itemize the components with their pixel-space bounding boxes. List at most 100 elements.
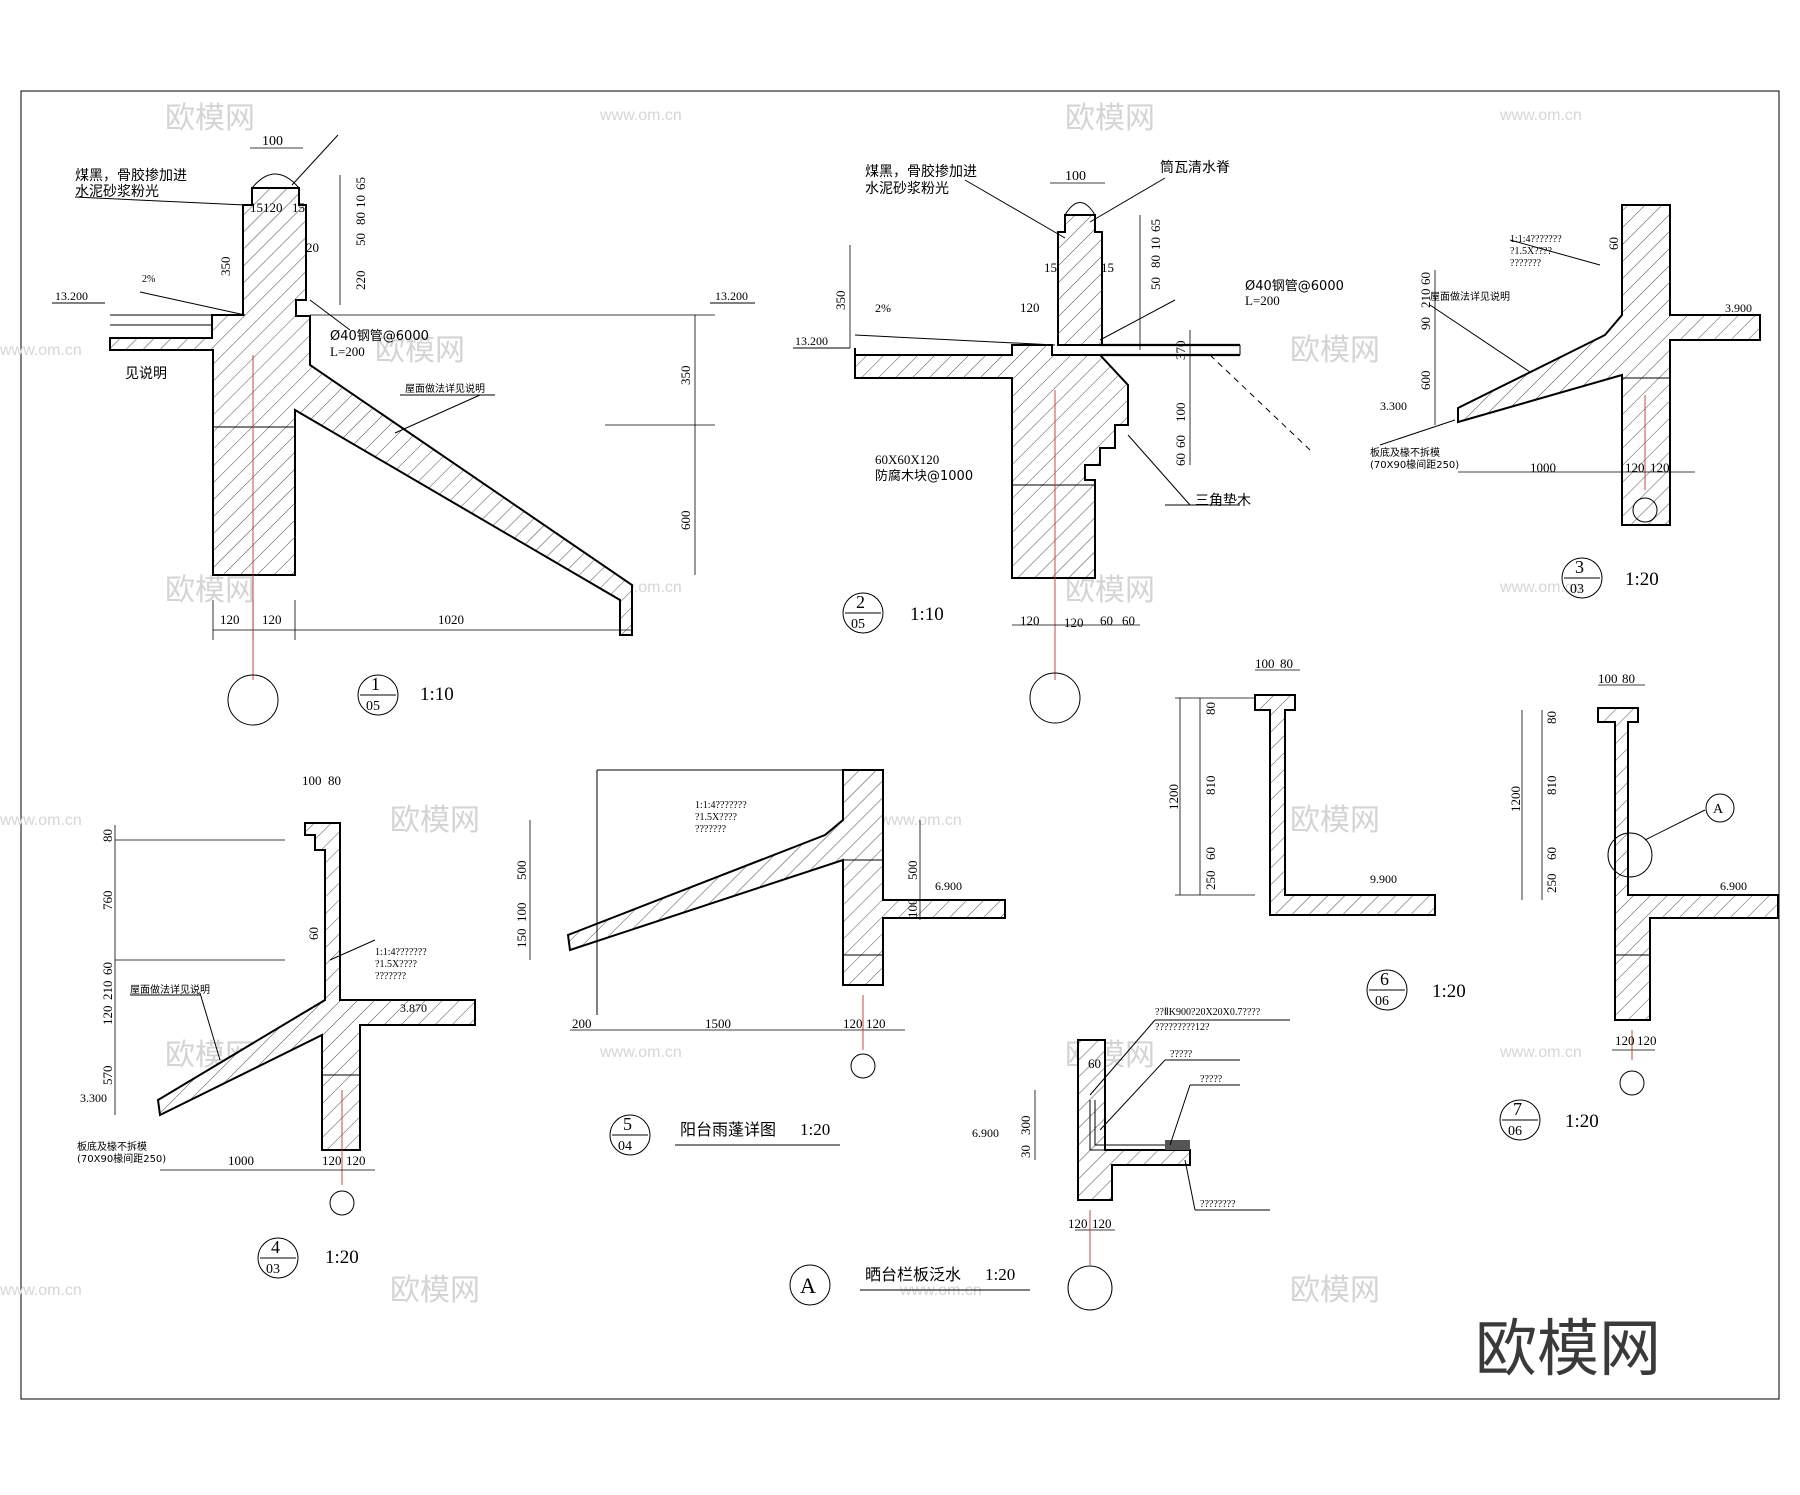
detail-1-note: 煤黑，骨胶掺加进 bbox=[75, 167, 187, 184]
detail-7-callout-bubble bbox=[1705, 793, 1735, 823]
detail-7-section bbox=[1597, 707, 1779, 1021]
detail-5-spec: 1:1:4??????? bbox=[695, 800, 747, 811]
detail-1-see-note: 见说明 bbox=[125, 366, 167, 382]
detail-6-dim: 80 bbox=[1203, 702, 1218, 715]
detail-7-callout-circle bbox=[1607, 832, 1653, 878]
detail-1-scale: 1:10 bbox=[420, 684, 454, 705]
detail-a-dim: 30 bbox=[1018, 1145, 1033, 1158]
detail-6-elev: 9.900 bbox=[1370, 872, 1397, 886]
detail-1-index-sheet: 05 bbox=[366, 699, 380, 714]
detail-a-leader bbox=[1169, 1084, 1191, 1146]
detail-7: A 100 80 80 810 60 250 1200 120 120 6.90… bbox=[1499, 671, 1779, 1141]
detail-2-wedge-note: 三角垫木 bbox=[1195, 493, 1251, 509]
detail-6-dim: 100 bbox=[1255, 656, 1275, 671]
detail-2: 100 15 15 65 10 80 50 350 120 370 100 60… bbox=[793, 159, 1344, 724]
detail-3-spec: ??????? bbox=[1510, 258, 1542, 269]
detail-4-roof-note: 屋面做法详见说明 bbox=[130, 983, 210, 996]
detail-6-dim: 1200 bbox=[1166, 784, 1181, 810]
detail-a-dim: 60 bbox=[1088, 1056, 1101, 1071]
detail-2-dim: 15 bbox=[1044, 260, 1057, 275]
detail-3-section bbox=[1457, 204, 1761, 526]
watermark-layer: 欧模网 www.om.cn 欧模网 www.om.cn 欧模网 欧模网 www.… bbox=[0, 101, 1582, 1308]
detail-1-note-leader bbox=[74, 196, 246, 206]
detail-4-elev-bottom: 3.300 bbox=[80, 1091, 107, 1105]
detail-1-dim: 1020 bbox=[438, 612, 464, 627]
detail-a-section bbox=[1077, 1039, 1191, 1201]
detail-a-tile bbox=[1165, 1140, 1190, 1150]
detail-1-dim: 15 bbox=[292, 200, 305, 215]
watermark-url: www.om.cn bbox=[599, 1044, 682, 1061]
detail-1-dim: 120 bbox=[263, 200, 283, 215]
detail-1: 100 15 120 15 65 10 80 50 220 350 20 350… bbox=[52, 134, 755, 726]
detail-2-dim: 50 bbox=[1148, 277, 1163, 290]
detail-7-dim: 80 bbox=[1544, 711, 1559, 724]
detail-1-slope-line bbox=[139, 291, 246, 316]
detail-2-dim: 120 bbox=[1020, 300, 1040, 315]
detail-5-dim: 500 bbox=[905, 861, 920, 881]
detail-a-spec: ??ⅡK900?20X20X0.7???? bbox=[1155, 1007, 1261, 1018]
detail-1-dim: 15 bbox=[250, 200, 263, 215]
detail-3-dim: 60 bbox=[1418, 272, 1433, 285]
detail-5-index-sheet: 04 bbox=[618, 1139, 632, 1154]
detail-2-dim: 15 bbox=[1101, 260, 1114, 275]
detail-2-elev: 13.200 bbox=[795, 334, 828, 348]
detail-4-dim: 570 bbox=[100, 1066, 115, 1086]
detail-5-spec: ??????? bbox=[695, 824, 727, 835]
detail-2-index-bubble bbox=[842, 592, 884, 634]
detail-5-title: 阳台雨蓬详图 bbox=[680, 1120, 776, 1139]
detail-5-section bbox=[566, 769, 1006, 986]
detail-4-dim: 760 bbox=[100, 891, 115, 911]
detail-2-dim: 120 bbox=[1064, 615, 1084, 630]
detail-a-title: 晒台栏板泛水 bbox=[865, 1265, 961, 1284]
detail-4-dim: 210 bbox=[100, 981, 115, 1001]
detail-5-spec: ?1.5X???? bbox=[695, 812, 737, 823]
detail-2-dim: 60 bbox=[1173, 453, 1188, 466]
watermark-brand: 欧模网 bbox=[1290, 1273, 1380, 1308]
detail-a-leader bbox=[1099, 1059, 1166, 1131]
detail-7-dim: 1200 bbox=[1508, 786, 1523, 812]
detail-4-leader bbox=[199, 992, 221, 1061]
watermark-brand: 欧模网 bbox=[390, 1273, 480, 1308]
detail-1-leader bbox=[291, 134, 339, 186]
watermark-url: www.om.cn bbox=[1499, 579, 1582, 596]
watermark-brand: 欧模网 bbox=[165, 101, 255, 136]
detail-7-dim: 60 bbox=[1544, 847, 1559, 860]
detail-1-roof-leader bbox=[394, 394, 481, 434]
detail-2-tile-note: 筒瓦清水脊 bbox=[1160, 159, 1230, 176]
detail-4-dim: 80 bbox=[328, 773, 341, 788]
detail-2-pipe-note: Ø40钢管@6000 bbox=[1245, 279, 1344, 294]
detail-3-dim: 210 bbox=[1418, 289, 1433, 309]
detail-7-dim: 100 bbox=[1598, 671, 1618, 686]
detail-6-index-number: 6 bbox=[1380, 969, 1389, 989]
detail-2-dim: 100 bbox=[1173, 403, 1188, 423]
detail-3-leader bbox=[1509, 239, 1601, 266]
watermark-brand: 欧模网 bbox=[375, 333, 465, 368]
detail-4-leader bbox=[329, 939, 376, 961]
watermark-url: www.om.cn bbox=[0, 1282, 82, 1299]
detail-2-dim: 370 bbox=[1173, 341, 1188, 361]
detail-2-slope-line bbox=[854, 334, 1056, 346]
detail-a-dim: 120 bbox=[1068, 1216, 1088, 1231]
detail-2-dim: 60 bbox=[1122, 613, 1135, 628]
detail-2-leader bbox=[1127, 434, 1191, 506]
watermark-url: www.om.cn bbox=[1499, 1044, 1582, 1061]
detail-2-dash bbox=[1209, 354, 1311, 451]
detail-5-index-bubble bbox=[609, 1114, 651, 1156]
detail-1-dim: 350 bbox=[218, 257, 233, 277]
detail-4-spec: ??????? bbox=[375, 971, 407, 982]
detail-4-section bbox=[156, 822, 476, 1151]
detail-1-dim: 600 bbox=[678, 511, 693, 531]
detail-2-dim: 350 bbox=[833, 291, 848, 311]
detail-1-dim: 220 bbox=[353, 271, 368, 291]
detail-2-note: 水泥砂浆粉光 bbox=[865, 181, 949, 197]
detail-1-dim: 65 bbox=[353, 177, 368, 190]
detail-3-axis-bubble bbox=[1632, 497, 1658, 523]
detail-6-section bbox=[1254, 694, 1436, 916]
detail-2-dim: 100 bbox=[1065, 169, 1086, 184]
detail-3-dim: 1000 bbox=[1530, 460, 1556, 475]
detail-4-dim: 120 bbox=[322, 1153, 342, 1168]
watermark-brand: 欧模网 bbox=[1290, 333, 1380, 368]
detail-2-dim: 120 bbox=[1020, 613, 1040, 628]
detail-1-dim: 100 bbox=[262, 134, 283, 149]
